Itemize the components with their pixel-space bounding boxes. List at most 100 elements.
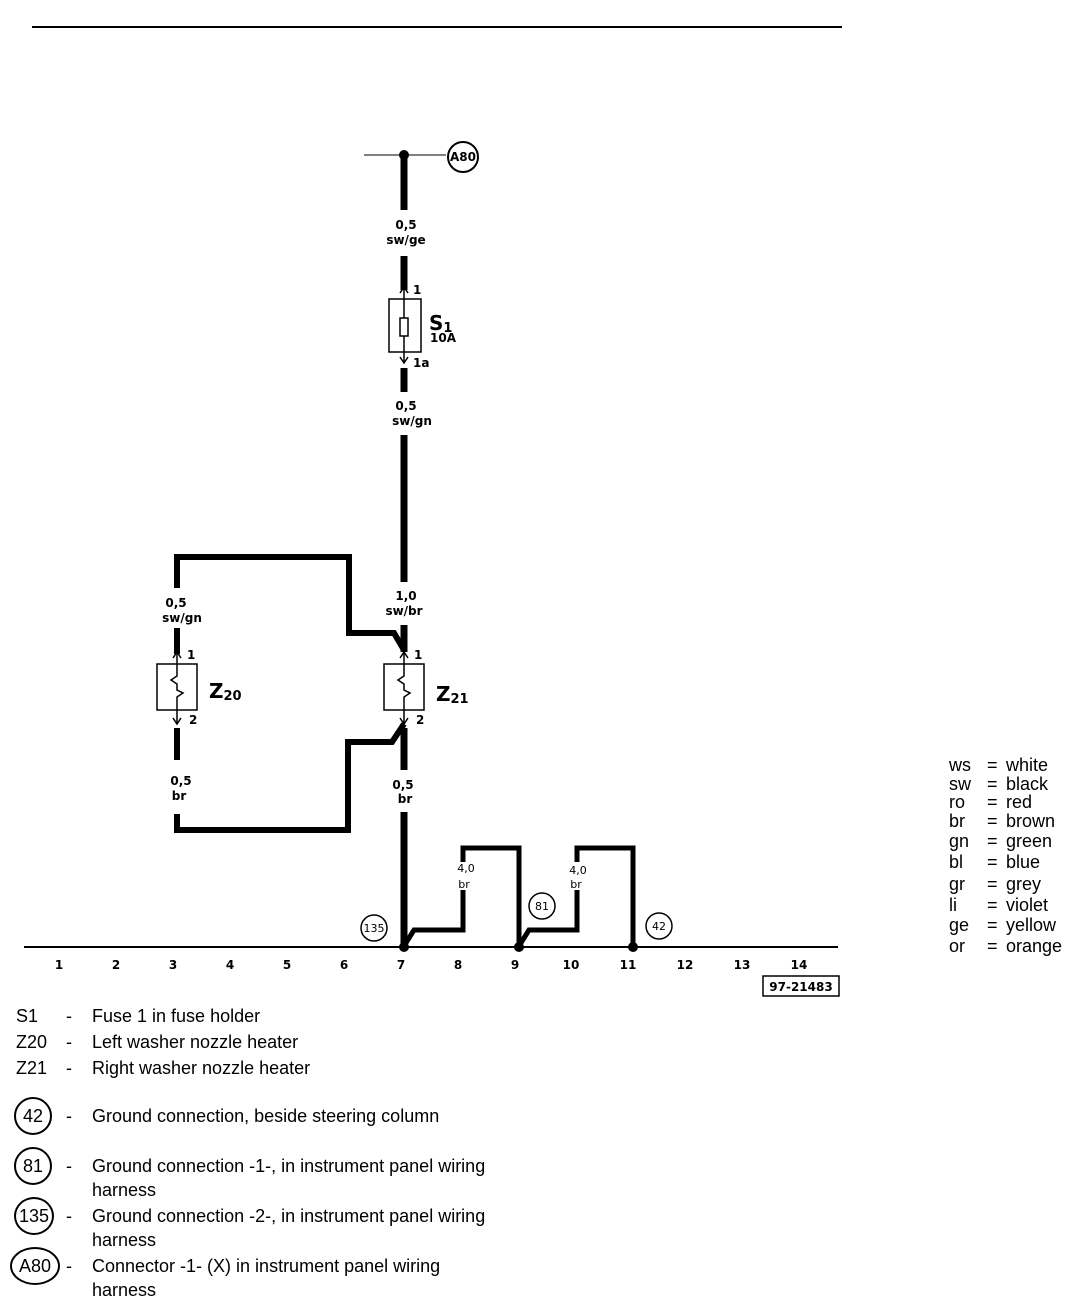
wire-z21-gnd-size: 0,5 bbox=[392, 778, 413, 792]
legend-name: violet bbox=[1006, 895, 1049, 915]
legend-row: br= brown bbox=[949, 811, 1056, 831]
track-number: 12 bbox=[677, 958, 694, 972]
key-desc: Ground connection -1-, in instrument pan… bbox=[92, 1156, 486, 1200]
connector-a80-symbol bbox=[447, 141, 479, 173]
heater-z21-arrow-in bbox=[399, 650, 409, 659]
key-code: S1 bbox=[16, 1006, 39, 1026]
legend-code: ws bbox=[949, 755, 971, 775]
heater-z21-element bbox=[396, 652, 412, 724]
heater-z20-name: Z20 bbox=[209, 679, 242, 704]
heater-z20-pin-1: 1 bbox=[187, 648, 195, 662]
wire-z20-gnd-size: 0,5 bbox=[170, 774, 191, 788]
legend-row: gr= grey bbox=[949, 874, 1042, 894]
heater-z21-arrow-out bbox=[399, 717, 409, 726]
wire-to-z20-loop bbox=[174, 554, 407, 652]
fuse-s1-arrow-in bbox=[399, 285, 409, 294]
track-number: 8 bbox=[454, 958, 462, 972]
key-circle-135: 135 bbox=[14, 1197, 54, 1235]
wire-gnd-a-top bbox=[460, 845, 522, 946]
track-number: 2 bbox=[112, 958, 120, 972]
legend-name: yellow bbox=[1006, 915, 1057, 935]
legend-code: gn bbox=[949, 831, 970, 851]
fuse-s1-element bbox=[399, 317, 409, 337]
legend-name: black bbox=[1006, 774, 1049, 794]
track-number: 10 bbox=[563, 958, 580, 972]
legend-name: brown bbox=[1006, 811, 1056, 831]
key-code-circled: 135 bbox=[14, 1197, 74, 1235]
legend-name: red bbox=[1006, 792, 1033, 812]
legend-row: bl= blue bbox=[949, 852, 1041, 872]
ground-81-label: 81 bbox=[535, 900, 549, 913]
key-dash: - bbox=[66, 1156, 72, 1176]
key-dash: - bbox=[66, 1006, 72, 1026]
heater-z21-name: Z21 bbox=[436, 682, 469, 707]
key-code-circled: 81 bbox=[14, 1147, 74, 1185]
track-number: 14 bbox=[791, 958, 808, 972]
fuse-s1-arrow-out bbox=[399, 356, 409, 365]
ground-point-81-dot bbox=[514, 942, 524, 952]
heater-z21-pin-2: 2 bbox=[416, 713, 424, 727]
legend-code: br bbox=[949, 811, 966, 831]
wire-to-z21-size: 1,0 bbox=[395, 589, 416, 603]
track-number: 5 bbox=[283, 958, 291, 972]
wire-to-z21-color: sw/br bbox=[385, 604, 422, 618]
heater-z20-element bbox=[169, 652, 185, 724]
legend-code: gr bbox=[949, 874, 966, 894]
wire-gnd-b-size: 4,0 bbox=[569, 864, 587, 877]
track-number: 9 bbox=[511, 958, 519, 972]
heater-z20-arrow-in bbox=[172, 650, 182, 659]
key-circle-a80: A80 bbox=[10, 1247, 60, 1285]
wire-gnd-b-color: br bbox=[570, 878, 582, 891]
legend-name: blue bbox=[1006, 852, 1041, 872]
key-code-circled: 42 bbox=[14, 1097, 74, 1135]
track-number: 13 bbox=[734, 958, 751, 972]
wire-a80-s1-size: 0,5 bbox=[395, 218, 416, 232]
ground-point-42-dot bbox=[628, 942, 638, 952]
legend-code: bl bbox=[949, 852, 964, 872]
key-dash: - bbox=[66, 1206, 72, 1226]
ground-42-symbol bbox=[645, 912, 673, 940]
legend-row: or= orange bbox=[949, 936, 1063, 956]
wire-gnd-b-top bbox=[574, 845, 636, 946]
key-dash: - bbox=[66, 1106, 72, 1126]
wire-z20-gnd-loop bbox=[174, 722, 407, 833]
track-number: 7 bbox=[397, 958, 405, 972]
legend-name: orange bbox=[1006, 936, 1063, 956]
legend-name: grey bbox=[1006, 874, 1042, 894]
key-dash: - bbox=[66, 1032, 72, 1052]
wire-a80-s1-color: sw/ge bbox=[386, 233, 425, 247]
ground-135-symbol bbox=[360, 914, 388, 942]
ground-135-label: 135 bbox=[364, 922, 385, 935]
ground-point-135-dot bbox=[399, 942, 409, 952]
legend-row: li= violet bbox=[949, 895, 1049, 915]
legend-row: sw= black bbox=[949, 774, 1049, 794]
track-number: 6 bbox=[340, 958, 348, 972]
legend-code: or bbox=[949, 936, 966, 956]
track-number: 4 bbox=[226, 958, 234, 972]
track-numbers: 1 2 3 4 5 6 7 8 9 10 11 12 13 14 bbox=[55, 958, 808, 972]
heater-z20-arrow-out bbox=[172, 717, 182, 726]
fuse-s1-rating: 10A bbox=[430, 331, 457, 345]
wire-to-z20-color: sw/gn bbox=[162, 611, 202, 625]
wire-z21-gnd-color: br bbox=[398, 792, 413, 806]
wire-gnd-a-color: br bbox=[458, 878, 470, 891]
track-number: 1 bbox=[55, 958, 63, 972]
ground-81-symbol bbox=[528, 892, 556, 920]
track-number: 3 bbox=[169, 958, 177, 972]
track-number: 11 bbox=[620, 958, 637, 972]
fuse-s1-name: S1 bbox=[429, 311, 452, 336]
key-code: Z21 bbox=[16, 1058, 48, 1078]
key-desc: Fuse 1 in fuse holder bbox=[92, 1006, 261, 1026]
key-circle-81: 81 bbox=[14, 1147, 52, 1185]
key-desc: Connector -1- (X) in instrument panel wi… bbox=[92, 1256, 441, 1300]
ground-42-label: 42 bbox=[652, 920, 666, 933]
key-dash: - bbox=[66, 1058, 72, 1078]
wire-gnd-a-size: 4,0 bbox=[457, 862, 475, 875]
fuse-s1-pin-in: 1 bbox=[413, 283, 421, 297]
key-desc: Ground connection -2-, in instrument pan… bbox=[92, 1206, 486, 1250]
key-desc: Left washer nozzle heater bbox=[92, 1032, 299, 1052]
legend-row: gn= green bbox=[949, 831, 1053, 851]
ref-number-box bbox=[762, 975, 840, 997]
wire-s1-color: sw/gn bbox=[392, 414, 432, 428]
key-circle-42: 42 bbox=[14, 1097, 52, 1135]
